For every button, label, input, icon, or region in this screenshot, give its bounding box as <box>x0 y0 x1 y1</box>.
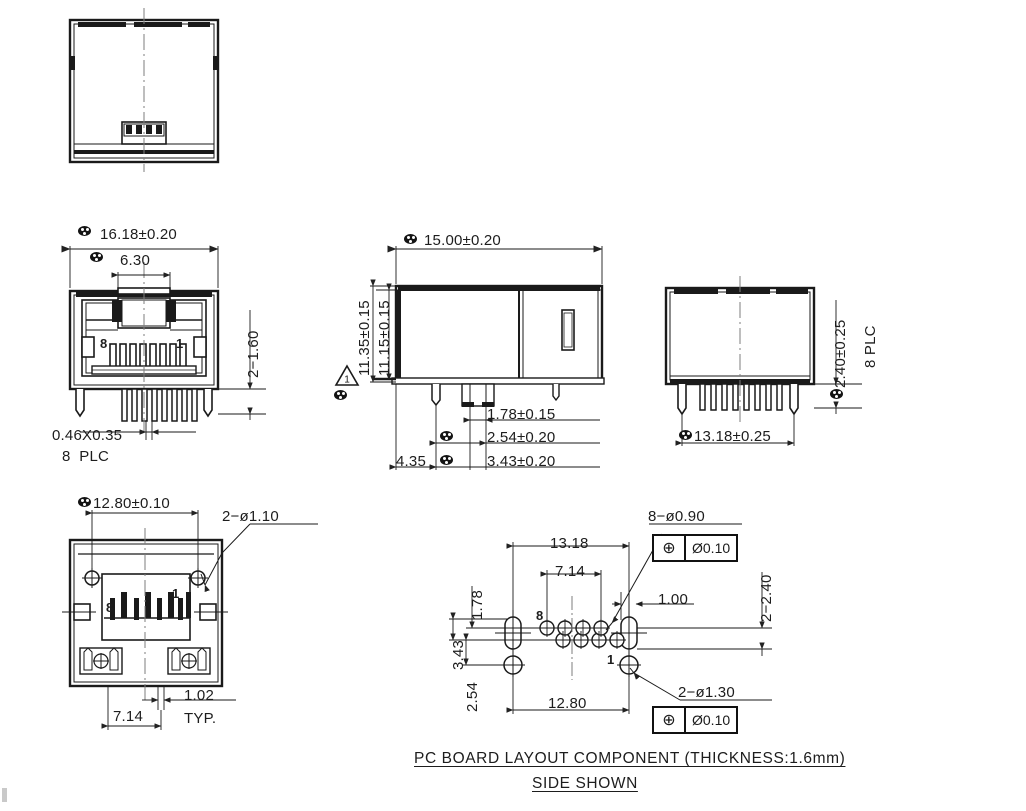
pcb-layout-subtitle: SIDE SHOWN <box>532 775 638 792</box>
dim-pcb-1280: 12.80 <box>548 695 587 712</box>
front-pin-label-8: 8 <box>100 336 108 351</box>
side-view-dimensions <box>370 245 603 470</box>
svg-text:1: 1 <box>344 375 350 386</box>
dim-bottom-102: 1.02 <box>184 687 214 704</box>
pcb-pin-label-1: 1 <box>607 652 615 667</box>
datum-symbol <box>440 455 453 465</box>
dim-bottom-span: 12.80±0.10 <box>93 495 170 512</box>
bottom-view-geometry <box>62 528 228 700</box>
dim-bottom-714: 7.14 <box>113 708 143 725</box>
bottom-view-dimensions <box>85 510 318 730</box>
dim-front-latch: 6.30 <box>120 252 150 269</box>
label-front-plc: 8 PLC <box>62 448 110 465</box>
dim-pcb-240: 2−2.40 <box>758 574 775 623</box>
bottom-pin-label-8: 8 <box>106 600 114 615</box>
label-bottom-typ: TYP. <box>184 710 217 727</box>
pcb-layout-title: PC BOARD LAYOUT COMPONENT (THICKNESS:1.6… <box>414 750 846 767</box>
pcb-pin-label-8: 8 <box>536 608 544 623</box>
dim-pcb-100: 1.00 <box>658 591 688 608</box>
dim-side-b: 2.54±0.20 <box>487 429 556 446</box>
callout-pcb-2holes: 2−ø1.30 <box>678 684 735 701</box>
dim-pcb-1318: 13.18 <box>550 535 589 552</box>
page-edge-artifact <box>2 788 7 802</box>
dim-pcb-178: 1.78 <box>469 590 486 620</box>
bottom-pin-label-1: 1 <box>172 586 180 601</box>
callout-pcb-8holes: 8−ø0.90 <box>648 508 705 525</box>
dim-side-c: 3.43±0.20 <box>487 453 556 470</box>
dim-front-width: 16.18±0.20 <box>100 226 177 243</box>
dim-front-post: 2−1.60 <box>245 330 262 379</box>
front-view-geometry <box>68 262 220 432</box>
dim-front-pin-size: 0.46X0.35 <box>52 427 123 444</box>
label-rear-plc: 8 PLC <box>862 325 879 368</box>
dim-side-d: 4.35 <box>396 453 426 470</box>
position-tolerance-value: Ø0.10 <box>692 540 731 556</box>
datum-symbol <box>830 389 843 399</box>
position-tolerance-value: Ø0.10 <box>692 712 731 728</box>
callout-bottom-holes: 2−ø1.10 <box>222 508 279 525</box>
datum-symbol <box>404 234 417 244</box>
pcb-layout-geometry <box>495 596 647 680</box>
dim-rear-tail: 2.40±0.25 <box>832 319 849 388</box>
rear-view-geometry <box>664 276 816 424</box>
position-symbol-icon: ⊕ <box>654 708 686 732</box>
datum-symbol <box>440 431 453 441</box>
top-view-geometry <box>68 8 220 172</box>
dim-pcb-343: 3.43 <box>450 640 467 670</box>
note-flag-triangle: 1 <box>334 364 360 386</box>
side-view-geometry <box>372 284 605 470</box>
dim-rear-span: 13.18±0.25 <box>694 428 771 445</box>
feature-control-frame-bottom: ⊕ Ø0.10 <box>652 706 739 734</box>
datum-symbol <box>78 226 91 236</box>
datum-symbol <box>78 497 91 507</box>
dim-pcb-254: 2.54 <box>464 682 481 712</box>
datum-symbol <box>679 430 692 440</box>
position-symbol-icon: ⊕ <box>654 536 686 560</box>
dim-side-depth: 15.00±0.20 <box>424 232 501 249</box>
front-view-dimensions <box>61 245 266 440</box>
datum-symbol <box>90 252 103 262</box>
datum-symbol <box>334 390 347 400</box>
feature-control-frame-top: ⊕ Ø0.10 <box>652 534 739 562</box>
front-pin-label-1: 1 <box>176 336 184 351</box>
dim-pcb-714: 7.14 <box>555 563 585 580</box>
dim-side-a: 1.78±0.15 <box>487 406 556 423</box>
dim-side-h2: 11.15±0.15 <box>376 300 393 376</box>
